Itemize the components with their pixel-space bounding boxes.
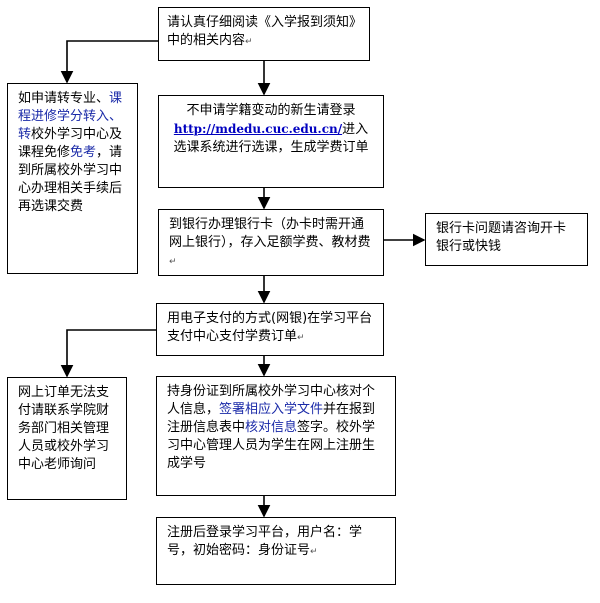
arrow-read-to-transfer — [60, 40, 158, 84]
bank-card-box: 到银行办理银行卡（办卡时需开通网上银行），存入足额学费、教材费 ↵ — [158, 209, 384, 276]
verify-link-check: 核对信息 — [245, 420, 298, 435]
order-fail-box: 网上订单无法支付请联系学院财务部门相关管理人员或校外学习中心老师询问 — [7, 377, 127, 500]
bank-problem-text: 银行卡问题请咨询开卡银行或快钱 — [436, 221, 567, 254]
paragraph-mark: ↵ — [169, 257, 177, 267]
read-notice-text: 请认真仔细阅读《入学报到须知》中的相关内容 — [167, 15, 356, 48]
order-fail-text: 网上订单无法支付请联系学院财务部门相关管理人员或校外学习中心老师询问 — [18, 385, 110, 472]
transfer-text-5: ，请到所属校外学习中心办理相关手续后再选课交费 — [18, 145, 123, 214]
online-pay-box: 用电子支付的方式(网银)在学习平台支付中心支付学费订单↵ — [156, 303, 384, 356]
verify-text-5: 签字。校外学习中心管理人员为学生在网上注册生成学号 — [167, 420, 376, 471]
transfer-text-3: 校外学习中心及课程免修 — [18, 127, 123, 160]
after-register-text: 注册后登录学习平台，用户名：学号，初始密码：身份证号 — [167, 525, 363, 558]
verify-text-1: 持身份证到所属校外学习中心核对个人信息， — [167, 384, 376, 417]
platform-url-link[interactable]: http://mdedu.cuc.edu.cn/ — [173, 122, 343, 136]
after-register-box: 注册后登录学习平台，用户名：学号，初始密码：身份证号↵ — [156, 517, 396, 585]
read-notice-box: 请认真仔细阅读《入学报到须知》中的相关内容↵ — [158, 7, 370, 61]
verify-text-3: 并在报到注册信息表中 — [167, 402, 376, 435]
transfer-link-exempt: 免考 — [70, 145, 97, 160]
bank-problem-box: 银行卡问题请咨询开卡银行或快钱 — [425, 213, 588, 266]
login-select-box: 不申请学籍变动的新生请登录 http://mdedu.cuc.edu.cn/进入… — [158, 95, 384, 188]
transfer-text-1: 如申请转专业、 — [18, 91, 110, 106]
arrow-pay-to-fail — [60, 329, 156, 378]
verify-info-box: 持身份证到所属校外学习中心核对个人信息，签署相应入学文件并在报到注册信息表中核对… — [156, 376, 396, 496]
transfer-info-box: 如申请转专业、课程进修学分转入、转校外学习中心及课程免修免考，请到所属校外学习中… — [7, 83, 138, 274]
bank-card-text: 到银行办理银行卡（办卡时需开通网上银行），存入足额学费、教材费 — [169, 217, 371, 250]
login-text-1: 不申请学籍变动的新生请登录 — [186, 103, 356, 118]
paragraph-mark: ↵ — [245, 37, 253, 47]
verify-link-sign: 签署相应入学文件 — [219, 402, 324, 417]
paragraph-mark: ↵ — [297, 333, 305, 343]
online-pay-text: 用电子支付的方式(网银)在学习平台支付中心支付学费订单 — [167, 311, 373, 344]
paragraph-mark: ↵ — [310, 547, 318, 557]
transfer-link-credit: 课程进修学分转入、转 — [18, 91, 123, 142]
login-text-2: 进入选课系统进行选课，生成学费订单 — [173, 122, 369, 155]
